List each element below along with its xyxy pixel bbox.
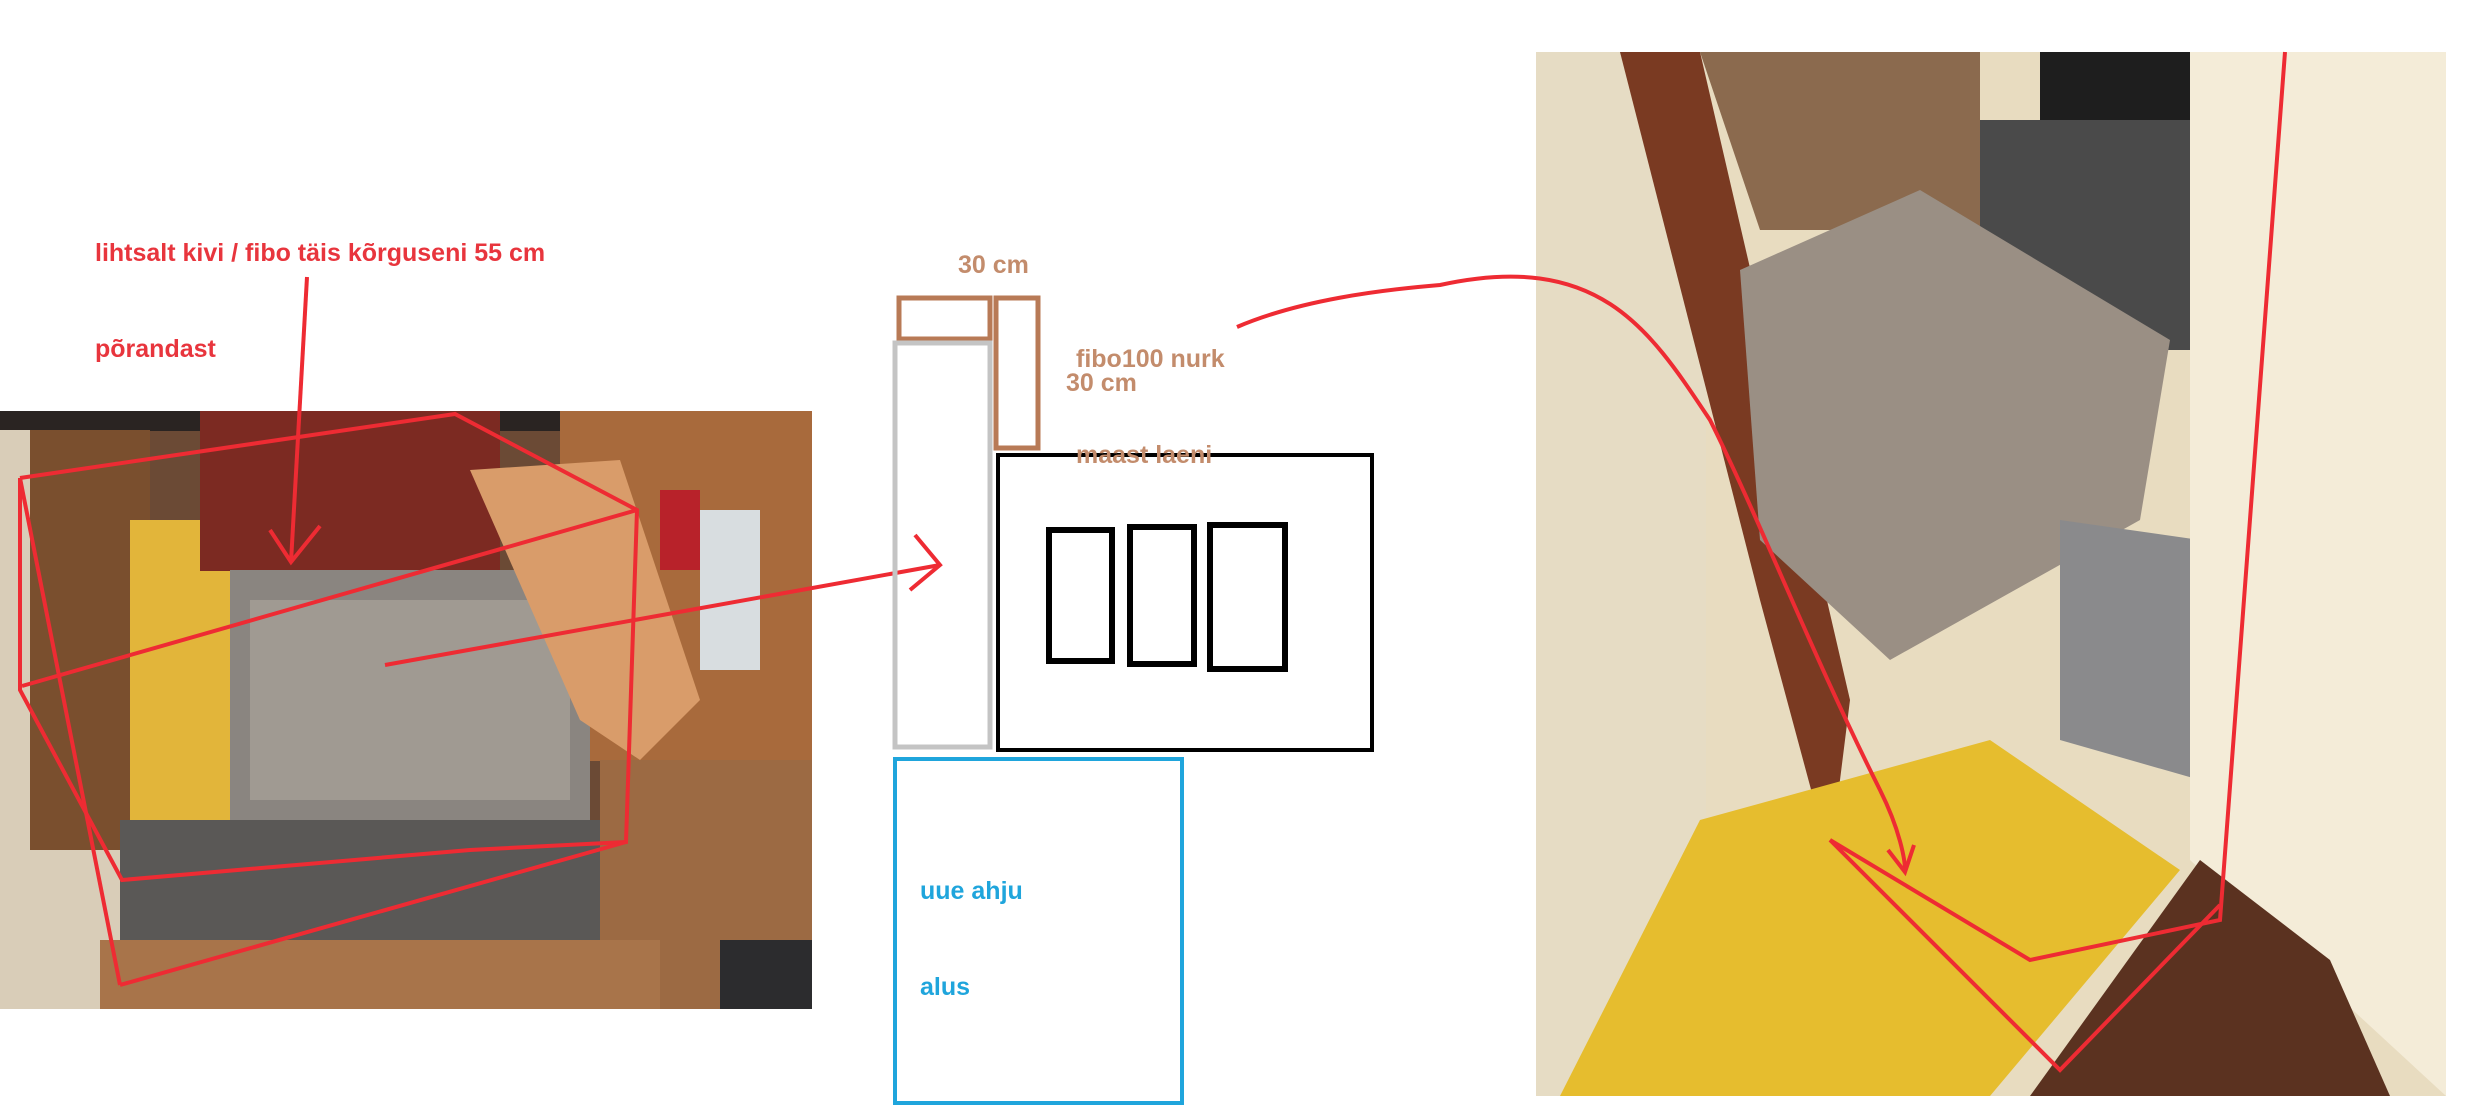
left-note-line1: lihtsalt kivi / fibo täis kõrguseni 55 c… bbox=[95, 239, 546, 267]
right-photo-outline bbox=[1828, 51, 2287, 1073]
left-photo-outline bbox=[18, 411, 640, 987]
corner-note-line1: fibo100 nurk bbox=[1076, 345, 1225, 373]
stove-panel-1 bbox=[1046, 527, 1115, 664]
connector-arrow bbox=[1236, 274, 1907, 871]
wall-outline bbox=[892, 340, 993, 750]
arrow-to-floor bbox=[268, 276, 322, 566]
left-note: lihtsalt kivi / fibo täis kõrguseni 55 c… bbox=[95, 178, 545, 394]
corner-note: fibo100 nurk maast laeni bbox=[1076, 284, 1225, 500]
left-photo bbox=[0, 411, 812, 1009]
top-width-label: 30 cm bbox=[958, 251, 1029, 279]
stove-panel-3 bbox=[1207, 522, 1288, 672]
top-block-outline bbox=[896, 295, 993, 342]
corner-note-line2: maast laeni bbox=[1076, 441, 1213, 469]
right-photo bbox=[1536, 52, 2446, 1096]
arrow-to-diagram bbox=[384, 533, 943, 667]
side-width-label: 30 cm bbox=[1066, 369, 1137, 397]
stove-panel-2 bbox=[1127, 524, 1197, 667]
stove-base-outline bbox=[893, 757, 1184, 1105]
left-note-line2: põrandast bbox=[95, 335, 216, 363]
corner-block-outline bbox=[993, 295, 1041, 451]
connector-arrowhead bbox=[1886, 844, 1916, 877]
base-note-line1: uue ahju bbox=[920, 877, 1023, 905]
stove-outline bbox=[996, 453, 1374, 752]
base-note: uue ahju alus bbox=[920, 816, 1023, 1032]
base-note-line2: alus bbox=[920, 973, 971, 1001]
